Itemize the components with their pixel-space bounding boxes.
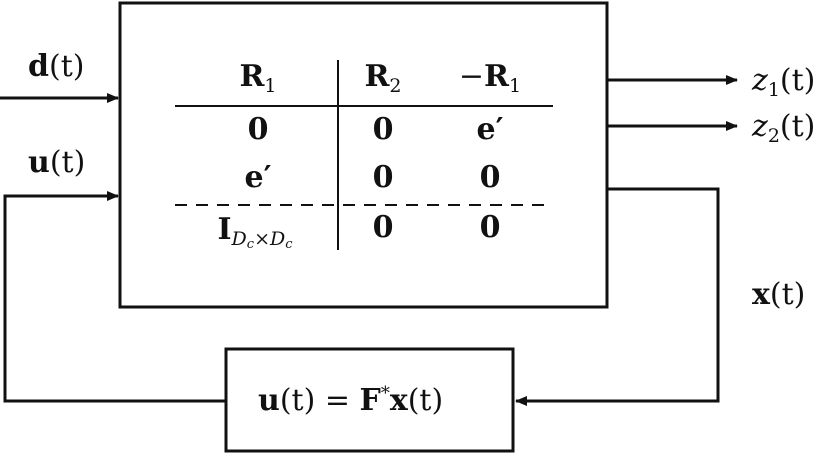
table-header-col1: R1 [239, 59, 277, 97]
label-control: u(t) [28, 145, 86, 180]
table-cell-r1-c1: 0 [247, 112, 269, 147]
plant-block [118, 1, 609, 309]
control-feedback-arrow [3, 191, 226, 403]
table-cell-r1-c2: 0 [372, 112, 394, 147]
label-disturbance: d(t) [28, 49, 85, 84]
label-output1: z1(t) [752, 63, 816, 101]
table-cell-r2-c3: 0 [479, 160, 501, 195]
table-cell-r3-c2: 0 [372, 210, 394, 245]
table-cell-r2-c1: e′ [244, 160, 272, 195]
table-cell-r1-c3: e′ [476, 112, 504, 147]
table-cell-r2-c2: 0 [372, 160, 394, 195]
controller-equation: u(t) = F*x(t) [258, 383, 444, 418]
table-cell-r3-c3: 0 [479, 210, 501, 245]
table-header-col3: −R1 [458, 59, 522, 97]
table-cell-r3-c1: IDc×Dc [217, 212, 293, 252]
label-output2: z2(t) [752, 109, 816, 147]
label-state: x(t) [752, 277, 806, 312]
table-header-col2: R2 [364, 59, 402, 97]
state-feedback-arrow [515, 187, 720, 406]
